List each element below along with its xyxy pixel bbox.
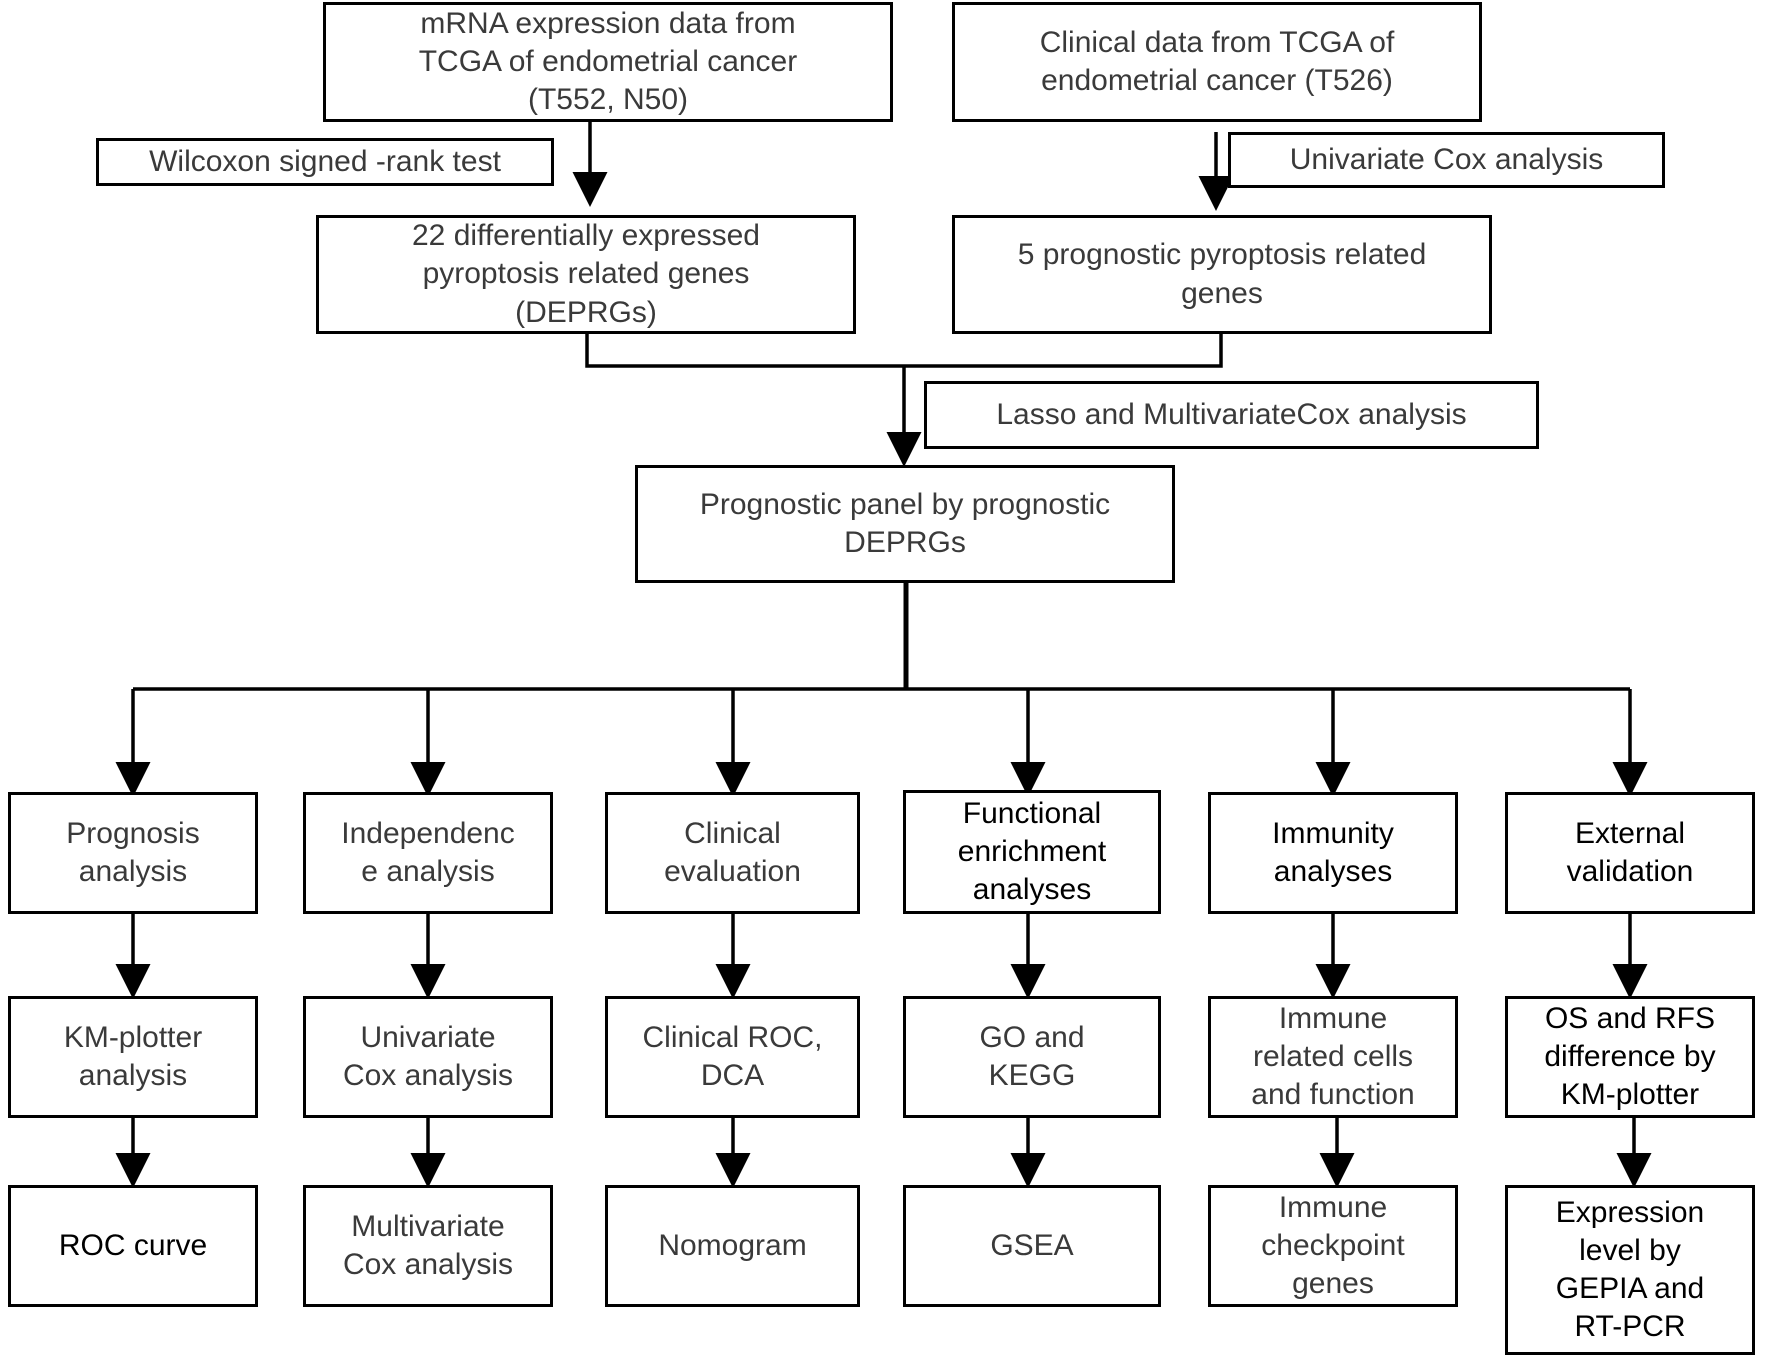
- immunity-level3-label: Immune checkpoint genes: [1261, 1190, 1405, 1301]
- external-level2-label: OS and RFS difference by KM-plotter: [1544, 1001, 1716, 1112]
- prognosis-level1-label: Prognosis analysis: [66, 816, 200, 888]
- functional-level2-label: GO and KEGG: [979, 1020, 1085, 1092]
- clinical-data-box: Clinical data from TCGA of endometrial c…: [952, 2, 1482, 122]
- prognosis-level2-box: KM-plotter analysis: [8, 996, 258, 1118]
- external-level3-label: Expression level by GEPIA and RT-PCR: [1555, 1195, 1705, 1344]
- external-level2-box: OS and RFS difference by KM-plotter: [1505, 996, 1755, 1118]
- independence-level3-box: Multivariate Cox analysis: [303, 1185, 553, 1307]
- independence-level1-box: Independenc e analysis: [303, 792, 553, 914]
- immunity-level3-box: Immune checkpoint genes: [1208, 1185, 1458, 1307]
- lasso-method-box: Lasso and MultivariateCox analysis: [924, 381, 1539, 449]
- functional-level1-label: Functional enrichment analyses: [957, 796, 1107, 907]
- univariate-cox-method-box: Univariate Cox analysis: [1228, 132, 1665, 188]
- prognosis-level3-box: ROC curve: [8, 1185, 258, 1307]
- functional-level3-label: GSEA: [990, 1228, 1074, 1262]
- clinical-level1-box: Clinical evaluation: [605, 792, 860, 914]
- immunity-level2-label: Immune related cells and function: [1251, 1001, 1415, 1112]
- independence-level2-label: Univariate Cox analysis: [342, 1020, 514, 1092]
- clinical-level1-label: Clinical evaluation: [664, 816, 801, 888]
- branch-arrows: [115, 689, 1652, 1188]
- clinical-level2-label: Clinical ROC, DCA: [642, 1020, 823, 1092]
- clinical-level3-box: Nomogram: [605, 1185, 860, 1307]
- immunity-level1-label: Immunity analyses: [1272, 816, 1394, 888]
- prognosis-level1-box: Prognosis analysis: [8, 792, 258, 914]
- immunity-level1-box: Immunity analyses: [1208, 792, 1458, 914]
- independence-level1-label: Independenc e analysis: [341, 816, 515, 888]
- independence-level2-box: Univariate Cox analysis: [303, 996, 553, 1118]
- external-level1-label: External validation: [1566, 816, 1694, 888]
- prognostic-panel-box: Prognostic panel by prognostic DEPRGs: [635, 465, 1175, 583]
- mrna-data-box: mRNA expression data from TCGA of endome…: [323, 2, 893, 122]
- prognosis-level3-label: ROC curve: [58, 1228, 208, 1262]
- functional-level3-box: GSEA: [903, 1185, 1161, 1307]
- external-level1-box: External validation: [1505, 792, 1755, 914]
- independence-level3-label: Multivariate Cox analysis: [342, 1209, 514, 1281]
- clinical-level3-label: Nomogram: [658, 1228, 807, 1262]
- wilcoxon-method-box: Wilcoxon signed -rank test: [96, 138, 554, 186]
- clinical-level2-box: Clinical ROC, DCA: [605, 996, 860, 1118]
- external-level3-box: Expression level by GEPIA and RT-PCR: [1505, 1185, 1755, 1355]
- immunity-level2-box: Immune related cells and function: [1208, 996, 1458, 1118]
- functional-level1-box: Functional enrichment analyses: [903, 790, 1161, 914]
- deprgs-box: 22 differentially expressed pyroptosis r…: [316, 215, 856, 334]
- prognostic-genes-box: 5 prognostic pyroptosis related genes: [952, 215, 1492, 334]
- prognosis-level2-label: KM-plotter analysis: [63, 1020, 203, 1092]
- merge-bracket: [585, 334, 1223, 368]
- functional-level2-box: GO and KEGG: [903, 996, 1161, 1118]
